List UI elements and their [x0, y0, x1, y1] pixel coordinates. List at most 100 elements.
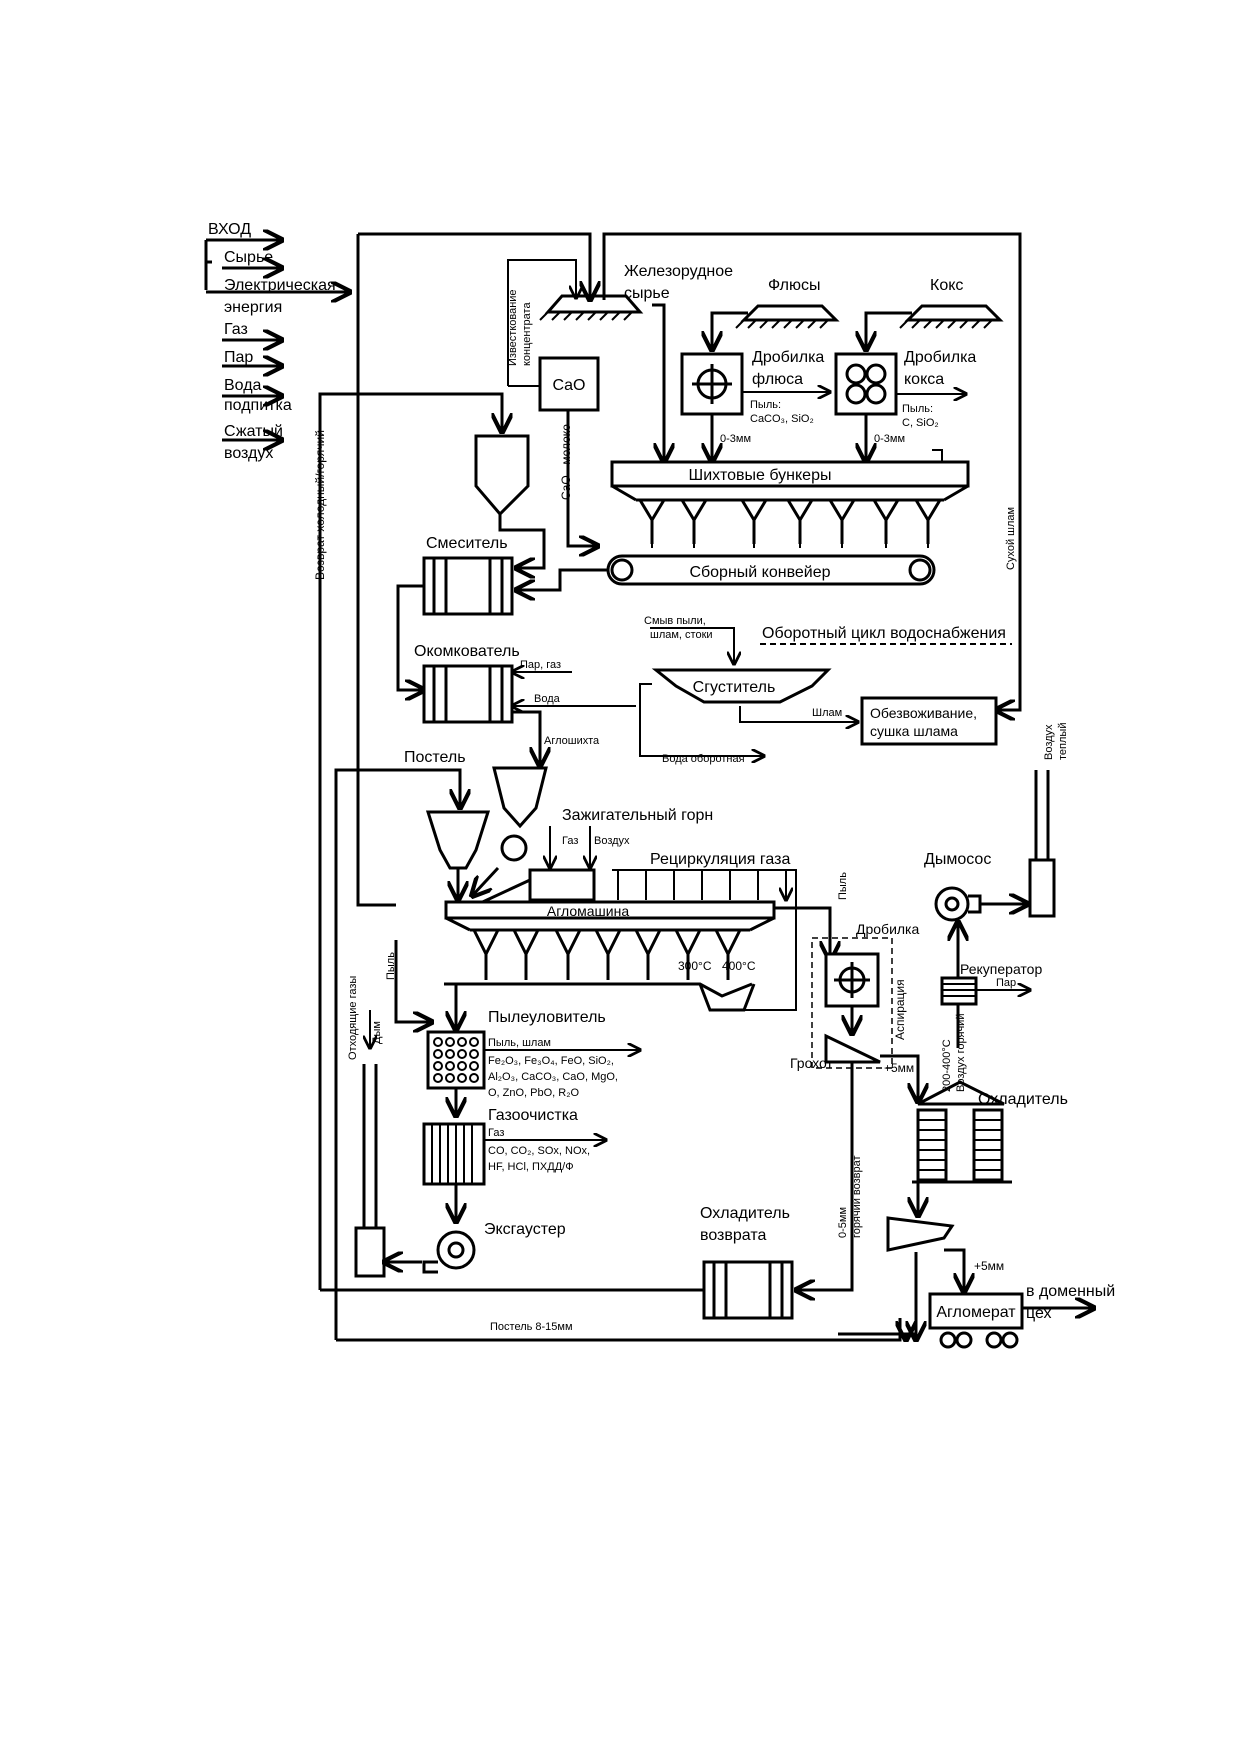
coke-size-label: 0-3мм: [874, 433, 905, 445]
recycled-water-label: Вода оборотная: [662, 753, 745, 765]
ore-label-1: Железорудное: [624, 263, 733, 280]
cao-box: [538, 356, 600, 412]
wash-label-1: Смыв пыли,: [644, 615, 706, 627]
dry-sludge-label: Сухой шлам: [1005, 507, 1017, 570]
crusher-label: Дробилка: [856, 921, 919, 937]
aspiration-label: Аспирация: [893, 979, 907, 1040]
exhauster-label: Эксгаустер: [484, 1221, 566, 1238]
water-label: Вода: [534, 693, 561, 705]
dewatering-box: [860, 696, 998, 746]
ore-label-2: сырье: [624, 285, 670, 302]
coke-feeder: [899, 304, 1004, 329]
bed-label: Постель: [404, 749, 466, 766]
coke-dust-label-2: C, SiO₂: [902, 417, 939, 429]
input-air-2: воздух: [224, 445, 273, 462]
pelletizer-label: Окомкователь: [414, 643, 520, 660]
cao-label: CaO: [553, 377, 586, 394]
mixer-label: Смеситель: [426, 535, 508, 552]
exhauster: [422, 1230, 476, 1274]
ore-feeder: [539, 294, 644, 321]
return-hopper: [474, 434, 530, 517]
input-legend: ВХОД Сырье Электрическая энергия Газ Пар…: [204, 221, 350, 462]
bunkers-label: Шихтовые бункеры: [689, 467, 832, 484]
cooler: [912, 1080, 1012, 1184]
input-gas: Газ: [224, 321, 248, 338]
flux-crusher: [680, 352, 744, 416]
smoke-pump: [934, 886, 982, 922]
wash-label-2: шлам, стоки: [650, 629, 713, 641]
ignition-hood: [528, 868, 596, 902]
return-cooler-label-2: возврата: [700, 1227, 766, 1244]
bed-hopper: [425, 810, 491, 870]
steam-gas-label: Пар, газ: [520, 659, 561, 671]
return-cooler-label-1: Охладитель: [700, 1205, 790, 1222]
coke-label: Кокс: [930, 277, 963, 294]
smoke-pump-label: Дымосос: [924, 851, 991, 868]
recuperator: [940, 976, 978, 1006]
agglomerate-car: [928, 1292, 1024, 1349]
frame-line-left: [356, 234, 396, 907]
temp-300-label: 300°C: [678, 959, 712, 973]
input-air-1: Сжатый: [224, 423, 283, 440]
flux-size-label: 0-3мм: [720, 433, 751, 445]
mixer-drum: [422, 556, 514, 616]
cao-milk-label: CaO - молоко: [559, 424, 573, 500]
input-electric-2: энергия: [224, 299, 282, 316]
dust-title: Пыль, шлам: [488, 1037, 551, 1049]
input-raw: Сырье: [224, 249, 273, 266]
flux-dust-label-1: Пыль:: [750, 399, 781, 411]
charge-bunkers: [610, 460, 970, 502]
return-line: [318, 392, 502, 1290]
hot-return-label-2: горячий возврат: [851, 1155, 863, 1238]
dewatering-label-1: Обезвоживание,: [870, 705, 977, 721]
flux-label: Флюсы: [768, 277, 820, 294]
thickener: [651, 668, 832, 704]
pelletizer-drum: [422, 664, 514, 724]
lime-label-2: концентрата: [521, 302, 533, 366]
recuperator-label: Рекуператор: [960, 961, 1042, 977]
agglomerate-label: Агломерат: [936, 1304, 1016, 1321]
recirc-label: Рециркуляция газа: [650, 851, 790, 868]
gas-cleaning-label: Газоочистка: [488, 1107, 578, 1124]
return-cooler-drum: [702, 1260, 794, 1320]
warm-air-label-1: Воздух: [1043, 724, 1055, 760]
dust-right-label: Пыль: [837, 872, 849, 900]
dust-line-1: Fe₂O₃, Fe₃O₄, FeO, SiO₂,: [488, 1055, 614, 1067]
gas-line-2: HF, HCl, ПХДД/Ф: [488, 1161, 574, 1173]
warm-air-label-2: теплый: [1057, 723, 1069, 760]
sinter-crusher: [824, 952, 880, 1008]
charge-hopper: [492, 766, 548, 829]
off-gas-label: Отходящие газы: [347, 976, 359, 1060]
dust-line-2: Al₂O₃, CaCO₃, CaO, MgO,: [488, 1071, 618, 1083]
recuperator-steam-label: Пар: [996, 977, 1016, 989]
gas-cleaning-unit: [422, 1122, 486, 1186]
return-line-label: Возврат холодный/горячий: [313, 430, 327, 580]
charge-label: Аглошихта: [544, 735, 600, 747]
plus5-label: +5мм: [884, 1061, 914, 1075]
temp-range-label: 200-400°C: [941, 1039, 953, 1092]
input-water-1: Вода: [224, 377, 262, 394]
screen-label: Грохот: [790, 1055, 834, 1071]
gas-line-1: CO, CO₂, SOx, NOx,: [488, 1145, 590, 1157]
screen-2: [886, 1216, 955, 1252]
ignition-air-label: Воздух: [594, 835, 630, 847]
flux-feeder: [735, 304, 840, 329]
lime-label-1: Известкование: [507, 289, 519, 366]
coke-dust-label-1: Пыль:: [902, 403, 933, 415]
coke-crusher-label-2: кокса: [904, 371, 944, 388]
flux-crusher-label-1: Дробилка: [752, 349, 824, 366]
to-blast-label-1: в доменный: [1026, 1283, 1115, 1300]
input-water-2: подпитка: [224, 397, 292, 414]
temp-400-label: 400°C: [722, 959, 756, 973]
off-gas-stack: [354, 1064, 386, 1278]
plus5b-label: +5мм: [974, 1259, 1004, 1273]
dust-catcher: [426, 1030, 486, 1090]
sinter-machine-label: Агломашина: [547, 903, 629, 919]
bed-line-label: Постель 8-15мм: [490, 1321, 573, 1333]
water-cycle-title: Оборотный цикл водоснабжения: [762, 625, 1006, 642]
ignition-gas-label: Газ: [562, 835, 578, 847]
flux-dust-label-2: CaCO₃, SiO₂: [750, 413, 814, 425]
dust-left-label: Пыль: [385, 952, 397, 980]
input-steam: Пар: [224, 349, 253, 366]
